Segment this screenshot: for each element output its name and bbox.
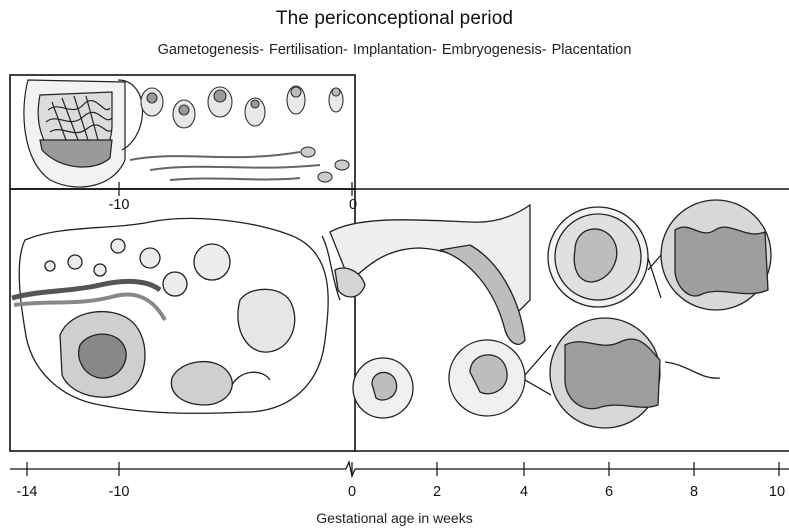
axis-tick-label: 10 <box>769 484 785 500</box>
testis-illustration <box>24 80 143 187</box>
panel-label-minus10: -10 <box>109 197 130 213</box>
uterus-illustration <box>322 205 530 344</box>
panel-label-zero: 0 <box>349 197 357 213</box>
axis-tick-label: 2 <box>433 484 441 500</box>
ovary-illustration <box>12 218 328 413</box>
axis-tick-label: 6 <box>605 484 613 500</box>
sperm-cells <box>130 86 349 182</box>
axis-tick-label: 8 <box>690 484 698 500</box>
axis-tick-label: 0 <box>348 484 356 500</box>
axis-tick-label: -14 <box>17 484 38 500</box>
axis-tick-label: 4 <box>520 484 528 500</box>
axis-title: Gestational age in weeks <box>0 510 789 526</box>
axis-tick-label: -10 <box>109 484 130 500</box>
